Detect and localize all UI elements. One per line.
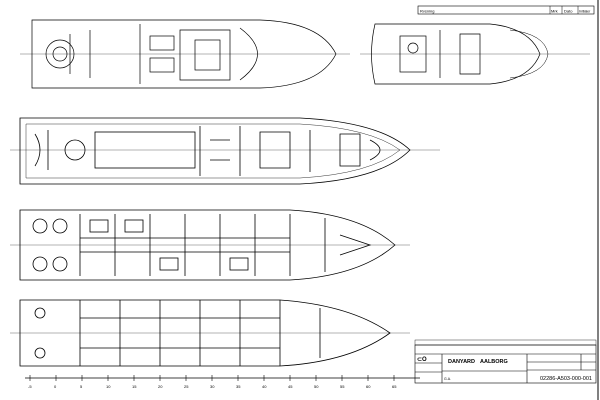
ruler-label: 45 <box>288 384 293 389</box>
initials-label: Initialer <box>579 10 591 14</box>
main-deck-plan <box>10 117 440 185</box>
sun-deck-plan <box>20 19 350 89</box>
drawing-type: G.A. <box>444 377 451 381</box>
top-deck-plan <box>360 23 590 85</box>
ruler-label: 60 <box>366 384 371 389</box>
company-name: DANYARD <box>448 359 475 365</box>
ruler-label: 50 <box>314 384 319 389</box>
revision-label: Rvsning <box>420 9 434 14</box>
tank-deck-plan <box>10 299 410 367</box>
ruler-label: 5 <box>80 384 83 389</box>
ruler-label: 65 <box>392 384 397 389</box>
ruler-label: 55 <box>340 384 345 389</box>
ruler-label: 25 <box>184 384 189 389</box>
drawing-number: 02286-A503-000-001 <box>540 376 592 382</box>
ruler-label: 40 <box>262 384 267 389</box>
revision-table: Rvsning Mrk Dato Initialer <box>417 5 595 15</box>
title-block <box>414 339 597 384</box>
company-city: AALBORG <box>480 359 508 365</box>
ruler-label: 15 <box>132 384 137 389</box>
ruler-label: 20 <box>158 384 163 389</box>
mark-label: Mrk <box>551 9 558 14</box>
date-label: Dato <box>564 9 573 14</box>
company-logo: ⊂O <box>417 357 427 363</box>
ruler-label: 10 <box>106 384 111 389</box>
lower-deck-plan <box>10 209 410 281</box>
ruler-label: 35 <box>236 384 241 389</box>
ruler-label: 0 <box>54 384 57 389</box>
ruler-label: -5 <box>28 384 32 389</box>
ruler-label: 30 <box>210 384 215 389</box>
